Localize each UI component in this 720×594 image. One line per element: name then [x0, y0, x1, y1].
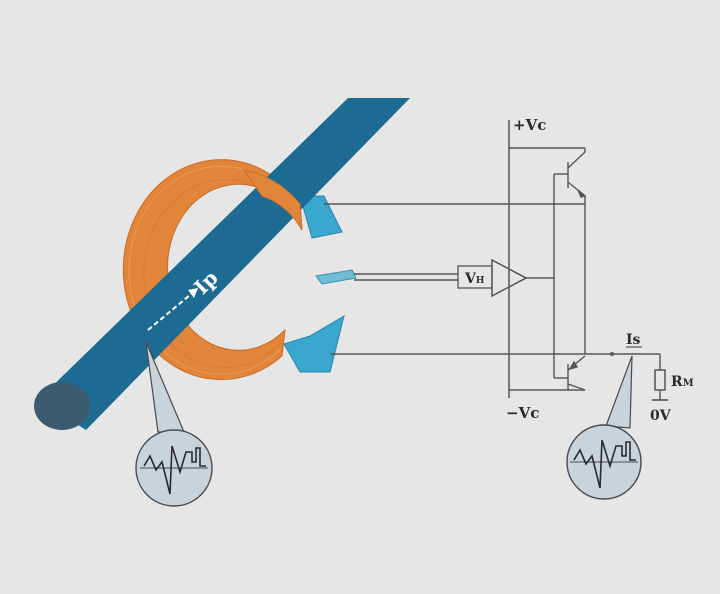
measuring-branch: Is RM 0V — [610, 332, 694, 424]
ground-label: 0V — [650, 408, 672, 424]
current-arrow — [147, 289, 197, 331]
core-end-top — [299, 195, 343, 239]
primary-waveform-callout — [135, 341, 213, 507]
core-end-bottom — [283, 314, 345, 373]
secondary-current-label: Is — [626, 332, 641, 348]
measuring-resistor — [654, 369, 666, 391]
secondary-waveform-callout — [566, 355, 642, 500]
primary-conductor: Ip — [34, 98, 410, 430]
hall-voltage-label: VH — [464, 271, 485, 287]
negative-supply-label: −Vc — [506, 404, 539, 422]
positive-supply-label: +Vc — [513, 116, 546, 134]
current-arrowhead — [188, 288, 198, 298]
hall-gap — [283, 195, 357, 373]
connection-wires — [324, 203, 612, 355]
supply-rails: +Vc −Vc — [506, 116, 585, 422]
output-stage — [553, 148, 587, 391]
callout-pointer — [605, 355, 633, 429]
hall-element — [315, 269, 357, 285]
conductor-bar — [38, 98, 410, 430]
measuring-resistor-label: RM — [671, 374, 694, 390]
waveform-trace — [143, 445, 206, 495]
hall-amplifier: VH — [457, 258, 554, 298]
waveform-trace — [573, 439, 636, 489]
magnetic-core-front — [242, 169, 303, 231]
conductor-end-face — [34, 382, 90, 430]
